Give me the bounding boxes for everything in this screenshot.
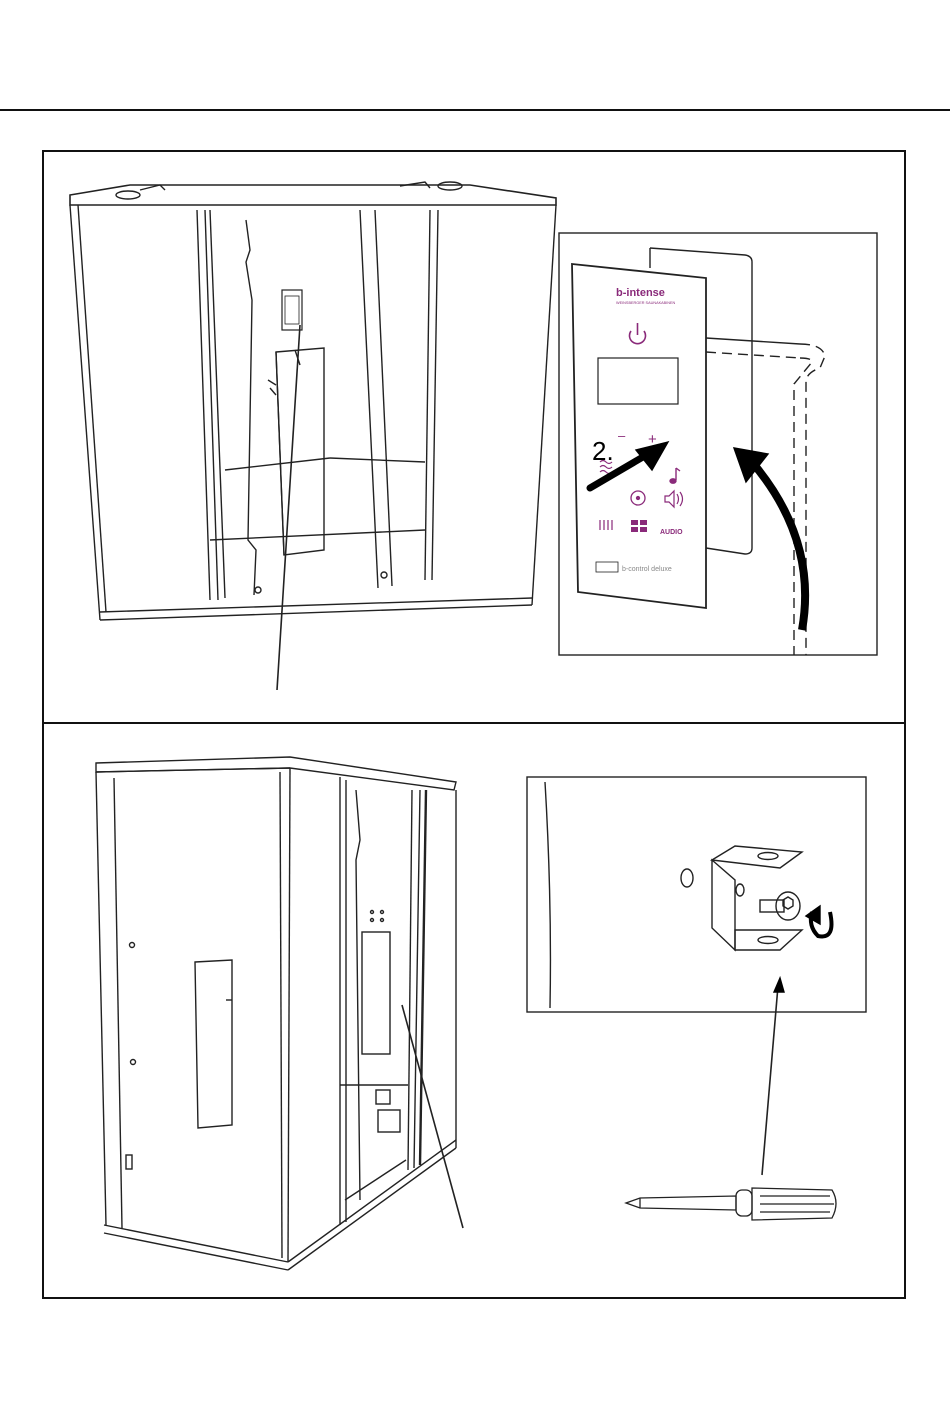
minus-label: – (618, 428, 626, 443)
plus-label: + (648, 431, 657, 448)
panel-model: b-control deluxe (622, 566, 672, 573)
step-number: 2. (592, 436, 614, 466)
cabin-rear-view (96, 757, 463, 1270)
audio-label: AUDIO (660, 529, 683, 536)
rotate-arrow-icon (752, 462, 805, 630)
panel-brand-sub: WEINSBERGER SAUNAKABINEN (616, 301, 676, 305)
panel-brand: b-intense (616, 287, 665, 299)
bracket-inset-drawing (545, 782, 832, 1008)
cabin-front-view (70, 182, 556, 690)
bracket-inset (527, 777, 866, 1012)
pointer-arrowhead-icon (774, 978, 784, 992)
screwdriver-icon (626, 1188, 836, 1220)
